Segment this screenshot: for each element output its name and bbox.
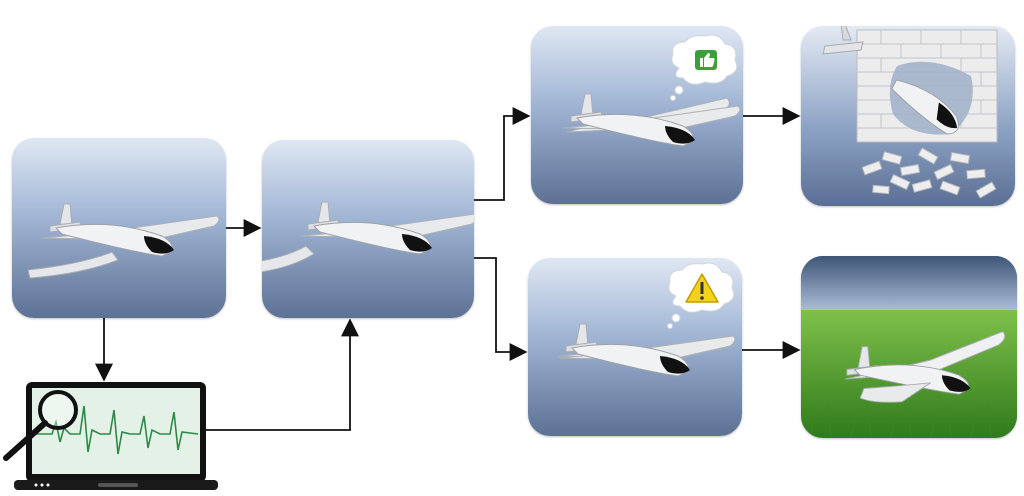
- grass-landing-icon: [801, 256, 1017, 438]
- edge-damaged-to-warning: [474, 257, 528, 361]
- magnifier-handle: [3, 420, 48, 461]
- node-aircraft-warning: [528, 258, 742, 436]
- node-damaged-wing-aircraft: [262, 140, 474, 318]
- edge-damaged-to-approved: [474, 107, 531, 201]
- edge-laptop-to-damaged: [206, 318, 359, 431]
- node-aircraft-approved: [531, 26, 743, 204]
- thought-bubble-warning: [667, 262, 735, 329]
- node-monitoring-laptop: [3, 382, 218, 490]
- thought-bubble-thumbs-up: [670, 34, 738, 101]
- ecg-signal-line: [34, 405, 199, 455]
- laptop-signal-magnifier-icon: [3, 382, 218, 490]
- magnifier-lens: [38, 390, 78, 430]
- airplane-icon: [27, 203, 220, 279]
- airplane-broken-wing-icon: [262, 201, 474, 273]
- node-crash-into-wall: [801, 26, 1015, 206]
- node-intact-aircraft: [12, 138, 226, 318]
- airplane-icon: [562, 93, 741, 147]
- brick-wall-crash-icon: [822, 26, 998, 199]
- node-safe-landing-grass: [801, 256, 1017, 438]
- airplane-icon: [557, 323, 736, 377]
